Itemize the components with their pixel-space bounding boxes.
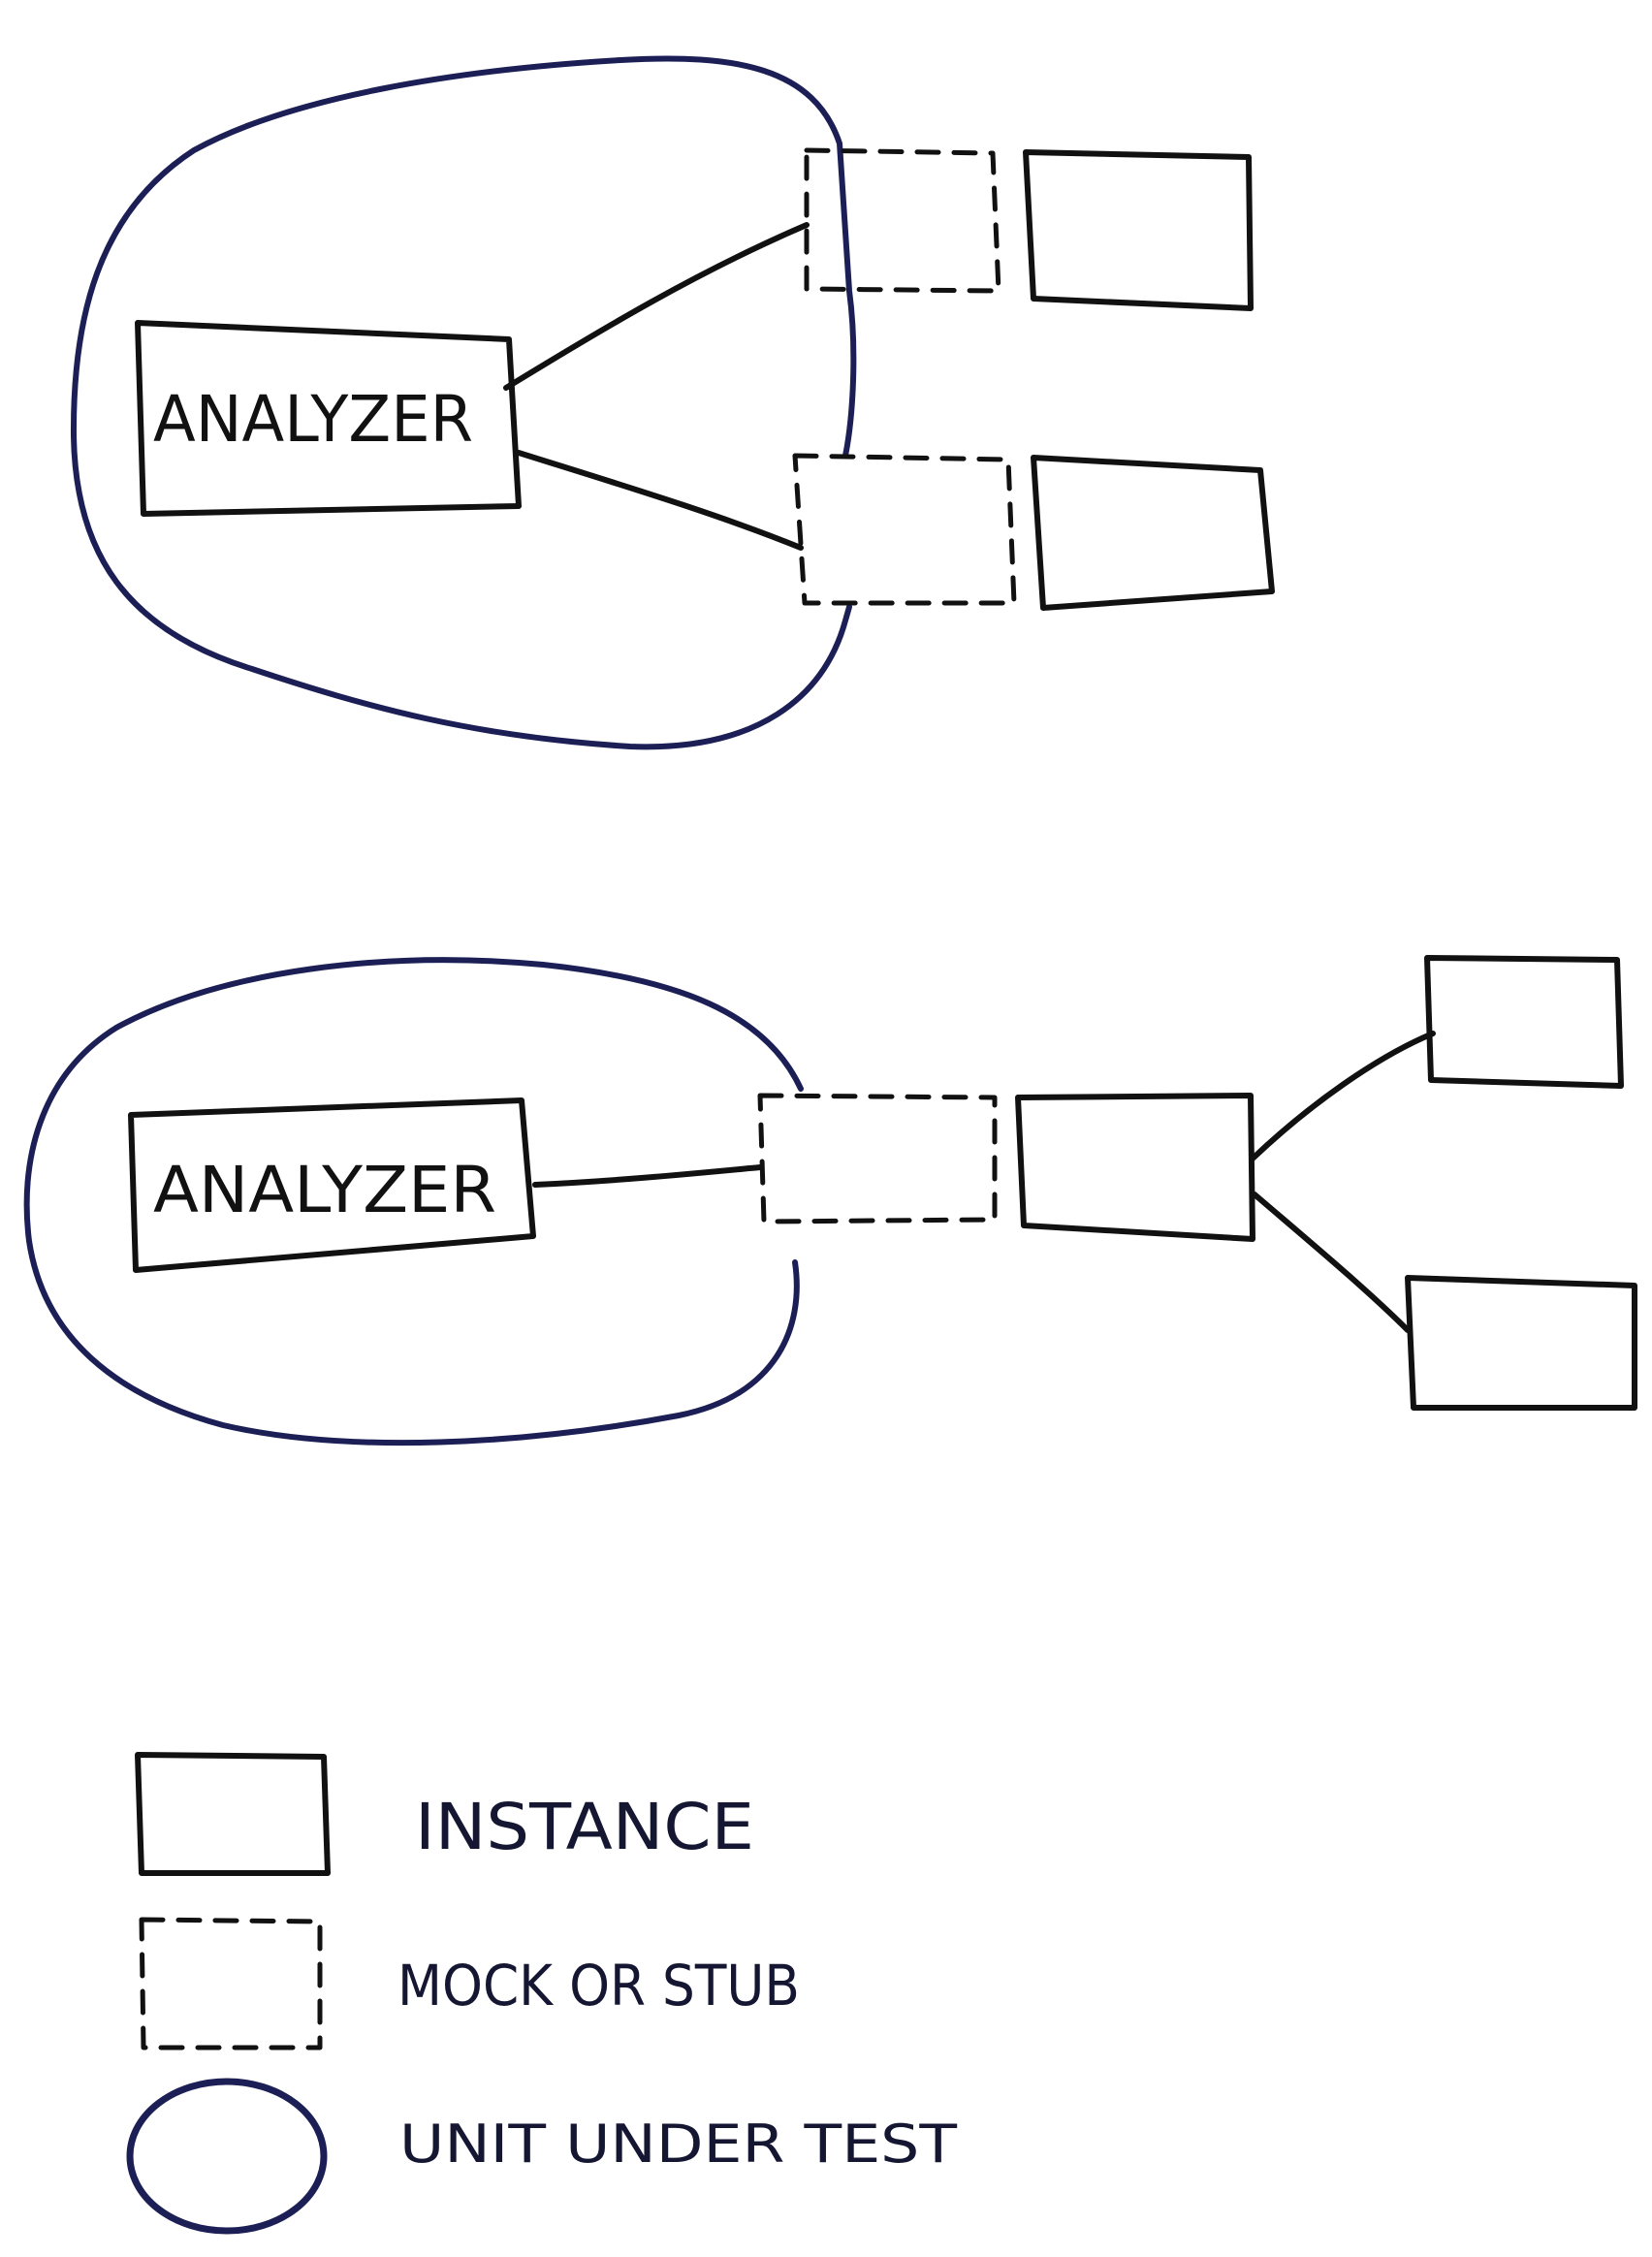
top-analyzer-box bbox=[135, 320, 522, 517]
top-unit-under-test-outline bbox=[70, 55, 857, 750]
bottom-mock-box bbox=[757, 1093, 998, 1224]
bottom-unit-under-test-outline bbox=[23, 957, 804, 1446]
bottom-instance-box-upper bbox=[1424, 955, 1624, 1089]
top-instance-box-upper bbox=[1023, 149, 1254, 311]
top-instance-box-lower bbox=[1031, 455, 1275, 611]
bottom-analyzer-box bbox=[128, 1097, 536, 1273]
bottom-connector-lower bbox=[1252, 1192, 1411, 1333]
legend-unit-label: UNIT UNDER TEST bbox=[399, 2114, 958, 2175]
top-mock-box-upper bbox=[804, 147, 1001, 294]
legend-instance-swatch bbox=[135, 1752, 331, 1876]
top-mock-box-lower bbox=[792, 453, 1017, 606]
top-connector-lower bbox=[516, 450, 804, 551]
bottom-connector-analyzer-mock bbox=[532, 1164, 763, 1188]
legend: INSTANCE MOCK OR STUB UNIT UNDER TEST bbox=[126, 1752, 958, 2235]
top-diagram: ANALYZER bbox=[70, 55, 1275, 750]
legend-unit-swatch bbox=[126, 2078, 328, 2235]
bottom-connector-upper bbox=[1250, 1031, 1436, 1161]
bottom-instance-box-middle bbox=[1015, 1093, 1255, 1242]
legend-mock-label: MOCK OR STUB bbox=[397, 1953, 800, 2019]
legend-instance-label: INSTANCE bbox=[415, 1790, 754, 1864]
bottom-analyzer-label: ANALYZER bbox=[153, 1153, 496, 1227]
bottom-diagram: ANALYZER bbox=[23, 955, 1637, 1446]
top-connector-upper bbox=[503, 222, 810, 391]
top-analyzer-label: ANALYZER bbox=[153, 382, 473, 457]
bottom-instance-box-lower bbox=[1405, 1275, 1637, 1411]
legend-mock-swatch bbox=[139, 1917, 323, 2050]
